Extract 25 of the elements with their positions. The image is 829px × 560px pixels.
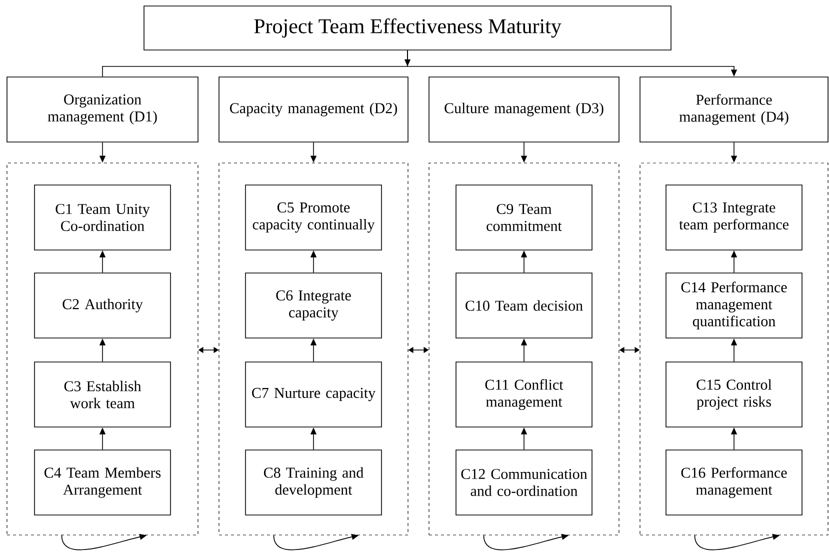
dashed-group-box xyxy=(218,162,408,536)
dashed-group-box xyxy=(428,162,620,536)
dashed-group-box xyxy=(6,162,198,536)
criterion-box: C1 Team Unity Co-ordination xyxy=(34,184,171,250)
criterion-box: C4 Team Members Arrangement xyxy=(34,450,171,516)
dimension-box: Organization management (D1) xyxy=(6,76,198,142)
criterion-box: C12 Communication and co-ordination xyxy=(456,450,592,516)
dimension-box: Culture management (D3) xyxy=(428,76,620,142)
criterion-box: C2 Authority xyxy=(34,272,171,338)
criterion-box: C16 Performance management xyxy=(666,450,802,516)
criterion-box: C8 Training and development xyxy=(245,450,382,516)
criterion-box: C7 Nurture capacity xyxy=(245,362,382,428)
title-box: Project Team Effectiveness Maturity xyxy=(144,6,672,50)
criterion-box: C13 Integrate team performance xyxy=(666,184,802,250)
criterion-box: C3 Establish work team xyxy=(34,362,171,428)
criterion-box: C14 Performance management quantification xyxy=(666,272,802,338)
criterion-box: C15 Control project risks xyxy=(666,362,802,428)
criterion-box: C6 Integrate capacity xyxy=(245,272,382,338)
criterion-box: C5 Promote capacity continually xyxy=(245,184,382,250)
dashed-group-box xyxy=(640,162,828,536)
dimension-box: Capacity management (D2) xyxy=(218,76,408,142)
criterion-box: C10 Team decision xyxy=(456,272,592,338)
criterion-box: C11 Conflict management xyxy=(456,362,592,428)
dimension-box: Performance management (D4) xyxy=(640,76,828,142)
criterion-box: C9 Team commitment xyxy=(456,184,592,250)
